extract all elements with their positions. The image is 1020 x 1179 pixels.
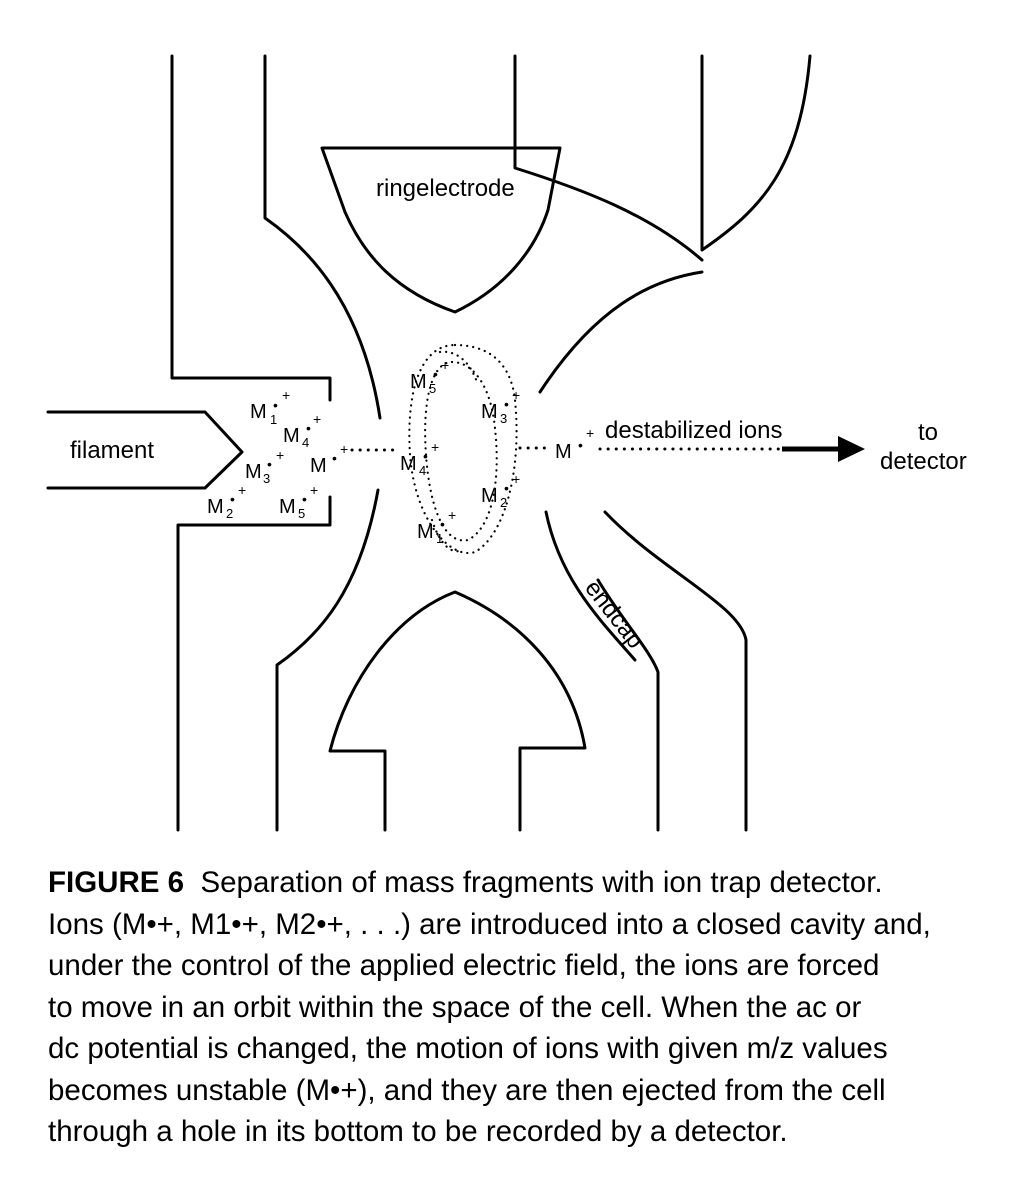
ion-charge: +: [448, 507, 456, 523]
ion-subscript: 2: [500, 495, 507, 510]
ion-m2-source: M 2 • +: [207, 482, 246, 521]
ringelectrode-lower: [328, 590, 587, 832]
ion-subscript: 4: [302, 435, 309, 450]
caption-text: Separation of mass fragments with ion tr…: [48, 866, 931, 1148]
ion-charge: +: [276, 447, 284, 463]
ion-trap-diagram: ringelectrode filament destabilized ions…: [46, 54, 967, 832]
housing-wall-lower-left: [176, 495, 332, 832]
endcap-upper-right: [538, 270, 704, 394]
ion-m5-source: M 5 • +: [279, 482, 318, 521]
ion-radical: •: [302, 491, 307, 507]
to-label: to: [918, 419, 938, 446]
ion-symbol: M: [283, 425, 300, 447]
ringelectrode-upper: [320, 146, 562, 314]
ion-charge: +: [282, 387, 290, 403]
ion-symbol: M: [207, 496, 224, 518]
ion-m1-source: M 1 • +: [250, 387, 290, 427]
ion-charge: +: [586, 425, 594, 441]
destabilized-ions-label: destabilized ions: [605, 417, 782, 444]
ion-radical: •: [332, 450, 337, 466]
ion-orbit-outer: [408, 343, 518, 555]
ion-symbol: M: [279, 496, 296, 518]
ion-symbol: M: [245, 461, 262, 483]
ion-subscript: 1: [270, 412, 277, 427]
ion-m4-source: M 4 • +: [283, 411, 321, 450]
filament: [46, 410, 244, 490]
ion-orbit-mid: [430, 350, 480, 553]
ring-channel-upper-left: [263, 54, 382, 420]
figure-number: FIGURE 6: [48, 866, 185, 899]
housing-wall-upper-right: [700, 54, 812, 252]
ion-symbol: M: [481, 401, 498, 423]
ion-radical: •: [440, 516, 445, 532]
ion-charge: +: [310, 482, 318, 498]
ringelectrode-label: ringelectrode: [376, 175, 515, 202]
ion-symbol: M: [400, 453, 417, 475]
ion-radical: •: [433, 366, 438, 382]
arrow-to-detector-head: [838, 436, 865, 462]
ring-channel-lower-left: [275, 488, 380, 832]
ion-charge: +: [512, 387, 520, 403]
ion-radical: •: [504, 396, 509, 412]
ion-radical: •: [504, 480, 509, 496]
ion-subscript: 2: [226, 506, 233, 521]
ion-subscript: 3: [263, 471, 270, 486]
ion-subscript: 5: [429, 381, 436, 396]
ion-radical: •: [230, 491, 235, 507]
ion-m1-orbit: M 1 • +: [417, 507, 456, 546]
housing-wall-lower-right: [603, 510, 748, 832]
ion-symbol: M: [481, 485, 498, 507]
ion-charge: +: [313, 411, 321, 427]
housing-wall-upper-left: [170, 54, 332, 402]
ion-symbol: M: [555, 441, 572, 463]
detector-label: detector: [880, 448, 967, 475]
ion-radical: •: [267, 456, 272, 472]
ion-m4-orbit: M 4 • +: [400, 439, 439, 478]
filament-label: filament: [70, 437, 154, 464]
ion-radical: •: [273, 397, 278, 413]
endcap-lower-right: [544, 510, 637, 662]
ion-symbol: M: [410, 371, 427, 393]
ion-radical: •: [423, 448, 428, 464]
ion-m-destabilized: M • +: [555, 425, 594, 463]
ion-radical: •: [578, 437, 583, 453]
ion-charge: +: [238, 482, 246, 498]
ion-m5-orbit: M 5 • +: [410, 357, 449, 396]
ion-m2-orbit: M 2 • +: [481, 471, 520, 510]
ion-subscript: 5: [298, 506, 305, 521]
ion-m3-source: M 3 • +: [245, 447, 284, 486]
ion-symbol: M: [417, 521, 434, 543]
ion-charge: +: [431, 439, 439, 455]
ion-charge: +: [441, 357, 449, 373]
endcap-label: endcap: [579, 575, 649, 654]
ion-radical: •: [306, 420, 311, 436]
ion-subscript: 1: [436, 531, 443, 546]
ion-symbol: M: [310, 455, 327, 477]
ion-symbol: M: [250, 401, 267, 423]
ion-orbit-inner: [424, 360, 498, 542]
ion-m-source: M • +: [310, 441, 348, 477]
ion-subscript: 3: [500, 411, 507, 426]
ion-m3-orbit: M 3 • +: [481, 387, 520, 426]
ring-channel-upper-right: [513, 54, 704, 262]
ion-charge: +: [340, 441, 348, 457]
ion-charge: +: [512, 471, 520, 487]
figure-caption: FIGURE 6 Separation of mass fragments wi…: [48, 862, 998, 1153]
ring-channel-lower-right: [596, 578, 660, 832]
ion-subscript: 4: [419, 463, 426, 478]
